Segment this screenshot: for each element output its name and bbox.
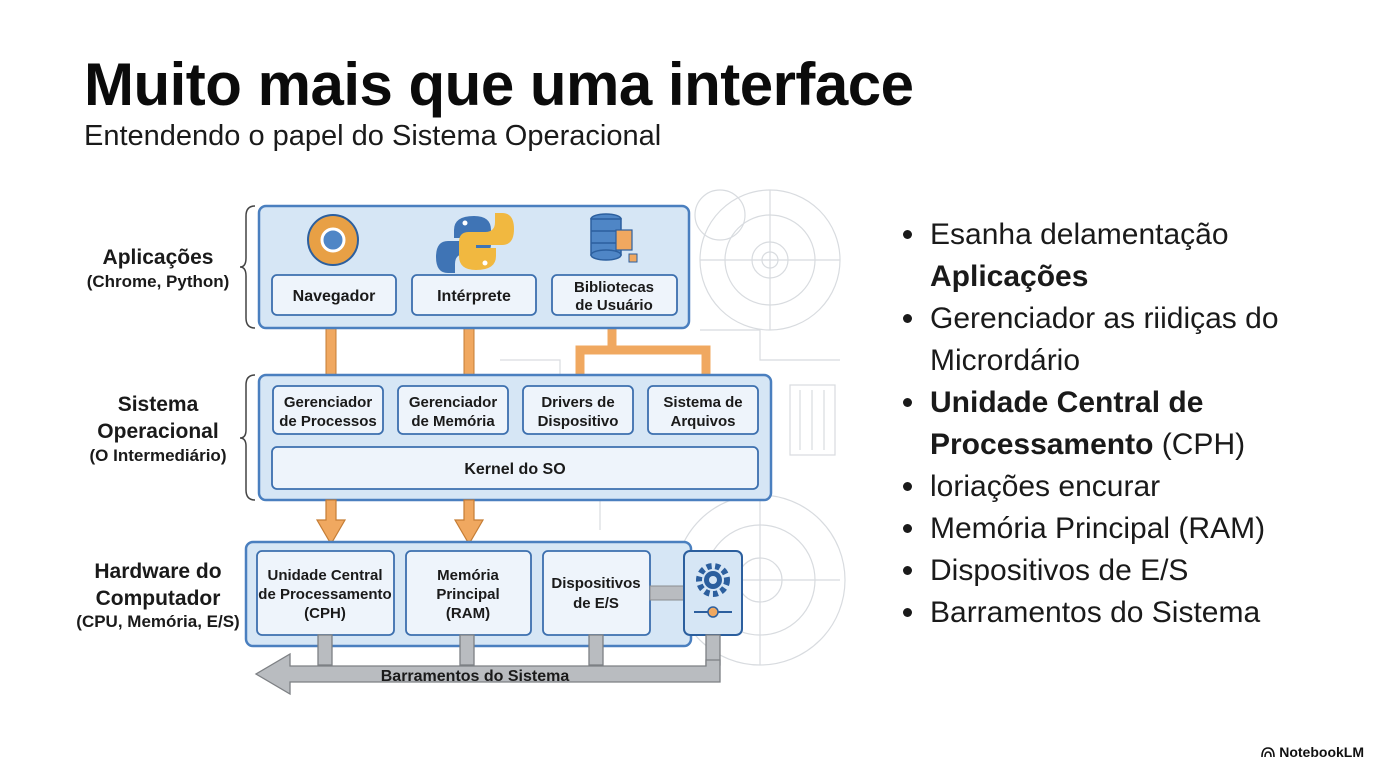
file-system-label-1: Sistema de [663,394,742,411]
file-system-label-2: Arquivos [670,413,735,430]
bullet-text: Barramentos do Sistema [930,596,1261,629]
io-devices-label-2: de E/S [573,595,619,612]
file-system-box [647,385,759,435]
hw-layer-title-1: Hardware do [94,560,221,583]
bullet-text-bold-2: Processamento [930,428,1154,461]
bullet-list: Esanha delamentação Aplicações Gerenciad… [900,214,1340,634]
device-drivers-box [522,385,634,435]
ram-label-1: Memória [437,567,499,584]
os-layer-panel: Gerenciador de Processos Gerenciador de … [257,373,773,502]
apps-layer-note: (Chrome, Python) [87,272,230,291]
bullet-item: Memória Principal (RAM) [900,508,1340,550]
bullet-text-bold: Unidade Central de [930,386,1204,419]
ram-label-3: (RAM) [446,605,490,622]
gear-icon [683,550,743,636]
notebooklm-icon [1261,747,1276,758]
bullet-text: Memória Principal (RAM) [930,512,1266,545]
bullet-item: Unidade Central de Processamento (CPH) [900,382,1340,466]
database-icon [590,213,638,263]
kernel-label: Kernel do SO [464,461,565,478]
page-subtitle: Entendendo o papel do Sistema Operaciona… [84,120,662,152]
python-icon [436,213,514,273]
os-to-hw-arrows [315,499,485,546]
process-manager-box [272,385,384,435]
hw-layer-panel: Unidade Central de Processamento (CPH) M… [244,540,693,648]
memory-manager-box [397,385,509,435]
io-devices-box [542,550,651,636]
memory-manager-label-1: Gerenciador [409,394,498,411]
interpreter-box [411,274,537,316]
bullet-dot [903,608,912,617]
process-manager-label-2: de Processos [279,413,377,430]
chrome-icon [307,214,359,266]
system-bus-label: Barramentos do Sistema [381,668,570,685]
os-layer-title-2: Operacional [97,420,218,443]
bullet-dot [903,398,912,407]
user-libs-label-1: Bibliotecas [574,279,654,296]
hw-layer-note: (CPU, Memória, E/S) [76,612,239,631]
layer-labels: Aplicações (Chrome, Python) Sistema Oper… [76,246,239,631]
device-link [649,585,685,601]
bullet-item: Ɩoriações encurar [900,466,1340,508]
kernel-box [271,446,759,490]
layer-braces [239,205,256,501]
page-title: Muito mais que uma interface [84,51,914,118]
memory-manager-label-2: de Memória [411,413,495,430]
bullet-item: Barramentos do Sistema [900,592,1340,634]
bullet-dot [903,314,912,323]
os-layer-title-1: Sistema [118,393,199,416]
user-libs-box [551,274,678,316]
ram-label-2: Principal [436,586,499,603]
interpreter-label: Intérprete [437,288,511,305]
bullet-dot [903,524,912,533]
bullet-text-bold: Aplicações [930,260,1089,293]
watermark: NotebookLM [1261,744,1364,760]
bullet-text: Ɩoriações encurar [930,470,1161,503]
cpu-label-3: (CPH) [304,605,346,622]
bullet-text-tail: (CPH) [1153,428,1246,461]
device-drivers-label-2: Dispositivo [538,413,619,430]
cpu-label-1: Unidade Central [267,567,382,584]
bullet-dot [903,230,912,239]
bullet-dot [903,566,912,575]
os-layer-note: (O Intermediário) [90,446,227,465]
bullet-text: Dispositivos de E/S [930,554,1189,587]
bullet-item: Esanha delamentação Aplicações [900,214,1340,298]
apps-layer-panel: Navegador Intérprete Bibliotecas de Usuá… [257,204,691,330]
user-libs-label-2: de Usuário [575,297,653,314]
system-bus [254,634,721,696]
bullet-dot [903,482,912,491]
bullet-text: Esanha delamentação [930,218,1229,251]
browser-label: Navegador [293,288,376,305]
cpu-label-2: de Processamento [258,586,391,603]
process-manager-label-1: Gerenciador [284,394,373,411]
bullet-item: Dispositivos de E/S [900,550,1340,592]
browser-box [271,274,397,316]
apps-layer-title: Aplicações [103,246,214,269]
hw-layer-title-2: Computador [96,587,221,610]
device-drivers-label-1: Drivers de [541,394,614,411]
bullet-text-2: Micrordário [930,344,1081,377]
bullet-text: Gerenciador as riidiças do [930,302,1279,335]
io-devices-label-1: Dispositivos [551,575,640,592]
bullet-item: Gerenciador as riidiças do Micrordário [900,298,1340,382]
watermark-label: NotebookLM [1279,744,1364,760]
